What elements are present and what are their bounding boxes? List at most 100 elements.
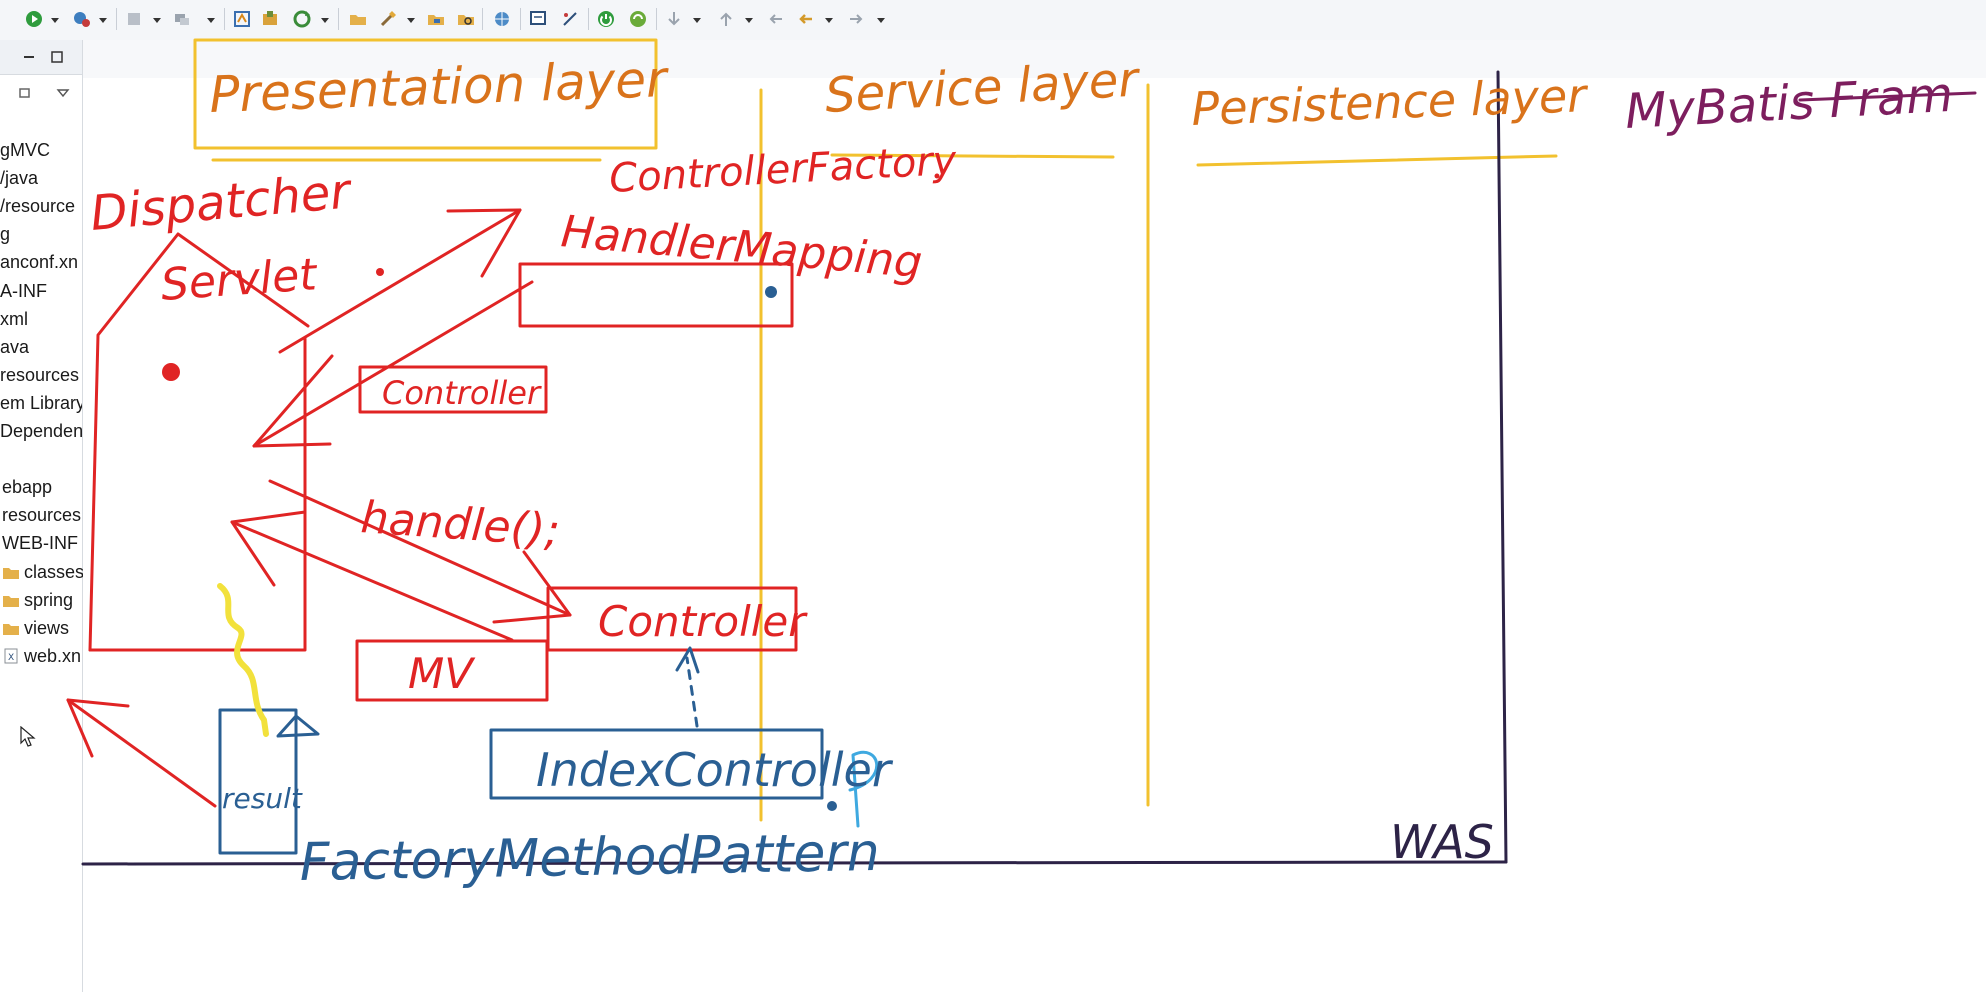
- service-underline: [830, 153, 1115, 159]
- handler-mapping-box: [518, 262, 794, 328]
- tree-item-label: web.xn: [24, 645, 82, 666]
- new-package-icon[interactable]: [260, 9, 280, 29]
- sync-icon[interactable]: [628, 9, 648, 29]
- mybatis-underline: [1798, 91, 1977, 102]
- tree-item-label: classes: [24, 561, 84, 582]
- collapse-all-icon[interactable]: [18, 86, 32, 100]
- return-arrow-1-head: [252, 354, 334, 448]
- chevron-down-icon[interactable]: [320, 15, 330, 25]
- tree-item-label: spring: [24, 589, 74, 610]
- tree-item[interactable]: A-INF: [0, 277, 82, 305]
- result-arrow: [66, 698, 217, 808]
- pen-icon[interactable]: [560, 9, 580, 29]
- chevron-down-icon[interactable]: [98, 15, 108, 25]
- chevron-down-icon[interactable]: [50, 15, 60, 25]
- blue-dot-1: [765, 286, 777, 298]
- tree-item-label: Dependen: [0, 421, 82, 441]
- wand-icon[interactable]: [378, 9, 398, 29]
- chevron-down-icon[interactable]: [206, 15, 216, 25]
- chevron-down-icon[interactable]: [152, 15, 162, 25]
- tree-item[interactable]: resources: [0, 501, 84, 529]
- next-annotation-icon[interactable]: [716, 9, 736, 29]
- label-result: result: [222, 782, 303, 815]
- was-right-line: [1496, 70, 1508, 864]
- tree-item-label: gMVC: [0, 140, 51, 160]
- heading-service: Service layer: [824, 52, 1143, 124]
- tree-item[interactable]: resources: [0, 361, 82, 389]
- power-icon[interactable]: [596, 9, 616, 29]
- chevron-down-icon[interactable]: [876, 15, 886, 25]
- tree-item-label: views: [24, 617, 70, 638]
- maximize-icon[interactable]: [50, 50, 64, 64]
- tree-item[interactable]: em Library: [0, 389, 82, 417]
- tree-item[interactable]: ava: [0, 333, 82, 361]
- tree-item[interactable]: classes: [0, 558, 84, 586]
- whiteboard-editor: [83, 40, 1986, 992]
- tree-item-label: /resource: [0, 196, 76, 217]
- cursor-icon: [20, 725, 36, 748]
- chevron-down-icon[interactable]: [744, 15, 754, 25]
- refresh-icon[interactable]: [292, 9, 312, 29]
- tree-item-label: WEB-INF: [2, 533, 78, 554]
- run-icon[interactable]: [24, 9, 44, 29]
- yellow-squiggle: [217, 583, 269, 737]
- heading-presentation: Presentation layer: [208, 50, 671, 124]
- tree-item[interactable]: /resource: [0, 192, 82, 220]
- stop-icon[interactable]: [124, 9, 144, 29]
- return-arrow-2-head: [230, 510, 307, 587]
- build-icon[interactable]: [172, 9, 192, 29]
- tree-item[interactable]: ebapp: [0, 473, 84, 501]
- return-arrow-2: [230, 520, 514, 642]
- tree-item[interactable]: g: [0, 220, 82, 248]
- controller-box-right: [546, 586, 798, 652]
- tree-item-label: ebapp: [2, 477, 53, 498]
- presentation-heading-box: [193, 38, 658, 150]
- view-menu-icon[interactable]: [56, 86, 70, 100]
- svg-text:X: X: [8, 653, 14, 663]
- tree-item[interactable]: xml: [0, 305, 82, 333]
- label-factory-method: FactoryMethodPattern: [299, 823, 880, 893]
- back-icon[interactable]: [766, 9, 786, 29]
- folder-open-icon[interactable]: [426, 9, 446, 29]
- console-icon[interactable]: [528, 9, 548, 29]
- mv-box: [355, 639, 549, 702]
- tree-item[interactable]: spring: [0, 586, 84, 614]
- result-arrow-head: [66, 698, 130, 758]
- label-controller-left: Controller: [382, 374, 542, 412]
- minimize-icon[interactable]: [22, 50, 36, 64]
- forward-nav-icon[interactable]: [846, 9, 866, 29]
- tree-item[interactable]: /java: [0, 164, 82, 192]
- editor-tab-strip: [83, 40, 1986, 78]
- tree-item[interactable]: Dependen: [0, 417, 82, 445]
- open-folder-icon[interactable]: [348, 9, 368, 29]
- chevron-down-icon[interactable]: [692, 15, 702, 25]
- tree-item-label: em Library: [0, 392, 82, 413]
- debug-icon[interactable]: [72, 9, 92, 29]
- folder-icon: [2, 592, 20, 608]
- globe-icon[interactable]: [492, 9, 512, 29]
- tree-item[interactable]: anconf.xn: [0, 248, 82, 276]
- label-controller-right: Controller: [598, 597, 808, 646]
- tree-item[interactable]: WEB-INF: [0, 529, 84, 557]
- handle-arrow: [268, 479, 572, 617]
- dispatcher-base: [88, 336, 307, 652]
- result-box-head: [276, 714, 320, 738]
- chevron-down-icon[interactable]: [824, 15, 834, 25]
- tree-item[interactable]: gMVC: [0, 136, 82, 164]
- label-handler-mapping: HandlerMapping: [559, 206, 924, 288]
- was-base-line: [81, 860, 1508, 866]
- down-arrow-icon[interactable]: [664, 9, 684, 29]
- forward-icon[interactable]: [796, 9, 816, 29]
- return-arrow-1: [252, 280, 534, 448]
- tree-item-label: anconf.xn: [0, 252, 79, 273]
- tree-item-label: /java: [0, 168, 39, 189]
- folder-search-icon[interactable]: [456, 9, 476, 29]
- arrow-to-mapping: [278, 208, 522, 354]
- open-type-icon[interactable]: [232, 9, 252, 29]
- label-index-controller: IndexController: [536, 743, 894, 797]
- label-handle: handle();: [359, 492, 561, 557]
- tree-item[interactable]: views: [0, 614, 84, 642]
- chevron-down-icon[interactable]: [406, 15, 416, 25]
